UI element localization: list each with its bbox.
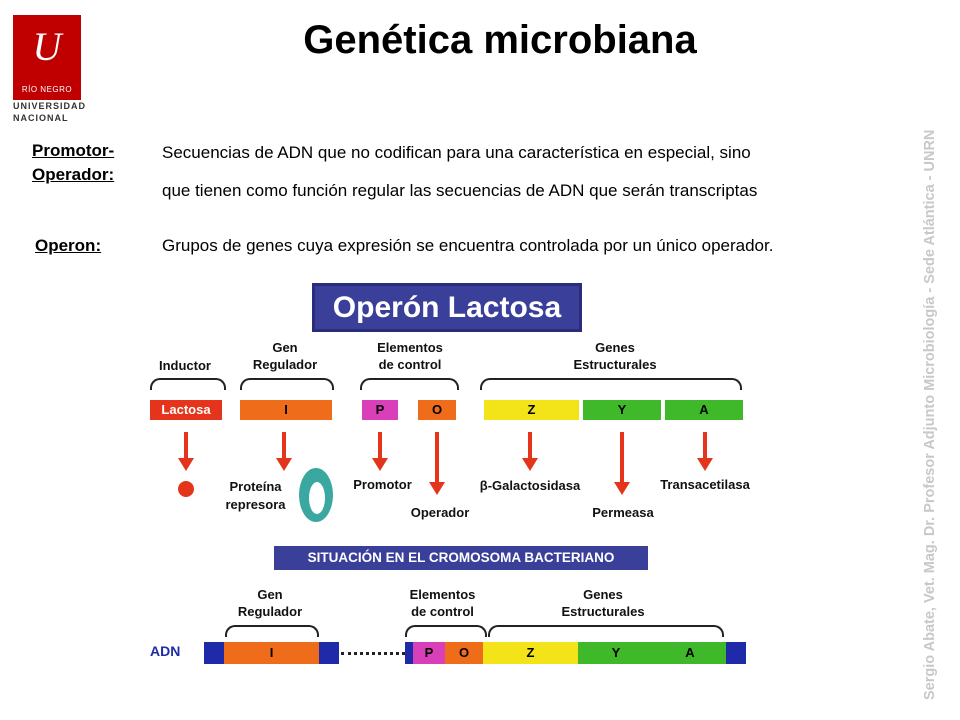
brace-gen-bottom: [225, 625, 319, 637]
adn-seg-o: O: [445, 642, 483, 664]
arrowhead-i: [276, 458, 292, 471]
logo-line1: UNIVERSIDAD: [13, 101, 87, 111]
label-elementos-bottom: Elementos: [409, 587, 476, 602]
adn-seg-p: P: [413, 642, 445, 664]
logo-sub: RÍO NEGRO: [21, 85, 73, 94]
seg-i: I: [240, 400, 332, 420]
logo-line2: NACIONAL: [13, 113, 69, 123]
label-control-bottom: de control: [411, 604, 474, 619]
label-regulador-bottom: Regulador: [237, 604, 303, 619]
label-estructurales: Estructurales: [573, 357, 657, 372]
arrow-p: [378, 432, 382, 460]
label-inductor: Inductor: [159, 358, 211, 373]
label-gen: Gen: [272, 340, 298, 355]
arrowhead-z: [522, 458, 538, 471]
brace-genes: [480, 378, 742, 390]
label-permeasa: Permeasa: [592, 505, 654, 520]
label-operador: Operador: [410, 505, 470, 520]
label-regulador: Regulador: [252, 357, 318, 372]
def-operon: Grupos de genes cuya expresión se encuen…: [162, 236, 774, 255]
term-operon: Operon:: [35, 236, 102, 255]
term-promotor-1: Promotor-: [32, 141, 115, 160]
arrow-i: [282, 432, 286, 460]
label-genes-bottom: Genes: [583, 587, 623, 602]
adn-seg-z: Z: [483, 642, 578, 664]
adn-blue-mid: [319, 642, 339, 664]
arrow-a: [703, 432, 707, 460]
arrow-y: [620, 432, 624, 484]
label-promotor: Promotor: [353, 477, 412, 492]
adn-blue-left: [204, 642, 224, 664]
vertical-credit: Sergio Abate, Vet. Mag. Dr. Profesor Adj…: [922, 129, 938, 700]
label-transacetilasa: Transacetilasa: [660, 477, 750, 492]
inductor-molecule-icon: [178, 481, 194, 497]
arrowhead-o: [429, 482, 445, 495]
label-galacto: β-Galactosidasa: [479, 478, 581, 493]
label-represora: represora: [225, 497, 286, 512]
seg-p: P: [362, 400, 398, 420]
label-gen-bottom: Gen: [257, 587, 283, 602]
arrowhead-lactosa: [178, 458, 194, 471]
arrowhead-y: [614, 482, 630, 495]
term-promotor-2: Operador:: [32, 165, 115, 184]
def-promotor-line2: que tienen como función regular las secu…: [162, 181, 758, 200]
seg-lactosa: Lactosa: [150, 400, 222, 420]
brace-genes-bottom: [488, 625, 724, 637]
arrow-lactosa: [184, 432, 188, 460]
label-proteina: Proteína: [229, 479, 282, 494]
arrow-o: [435, 432, 439, 484]
university-logo: U RÍO NEGRO: [13, 15, 81, 100]
adn-blue-right: [726, 642, 746, 664]
brace-elementos-bottom: [405, 625, 487, 637]
arrow-z: [528, 432, 532, 460]
situacion-banner: SITUACIÓN EN EL CROMOSOMA BACTERIANO: [274, 546, 648, 570]
seg-z: Z: [484, 400, 579, 420]
logo-mark: U: [32, 24, 62, 69]
label-control: de control: [378, 357, 442, 372]
repressor-protein-icon: [297, 466, 335, 524]
adn-dots: [341, 652, 405, 655]
page-title: Genética microbiana: [303, 18, 697, 62]
adn-seg-a: A: [654, 642, 726, 664]
seg-a: A: [665, 400, 743, 420]
arrowhead-a: [697, 458, 713, 471]
adn-label: ADN: [150, 643, 181, 659]
label-estructurales-bottom: Estructurales: [561, 604, 645, 619]
adn-blue-p: [405, 642, 413, 664]
brace-inductor: [150, 378, 226, 390]
def-promotor-line1: Secuencias de ADN que no codifican para …: [162, 143, 751, 162]
seg-y: Y: [583, 400, 661, 420]
adn-seg-y: Y: [578, 642, 654, 664]
brace-elementos: [360, 378, 459, 390]
operon-banner: Operón Lactosa: [312, 283, 582, 332]
label-genes: Genes: [595, 340, 635, 355]
brace-gen: [240, 378, 334, 390]
label-elementos: Elementos: [377, 340, 443, 355]
adn-seg-i: I: [224, 642, 319, 664]
seg-o: O: [418, 400, 456, 420]
arrowhead-p: [372, 458, 388, 471]
